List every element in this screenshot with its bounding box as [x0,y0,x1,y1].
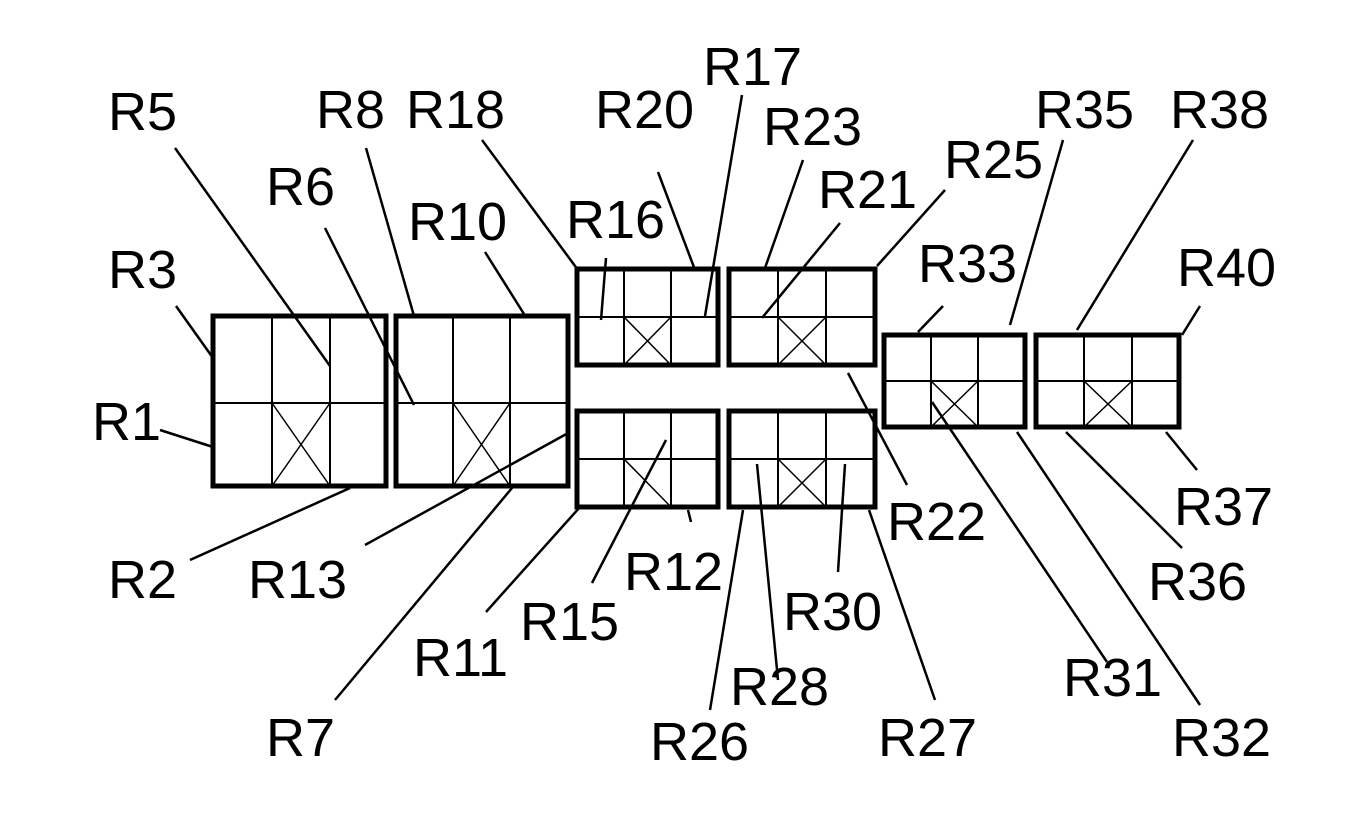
label-r15: R15 [520,592,619,652]
label-r28: R28 [730,657,829,717]
label-r23: R23 [763,97,862,157]
block-d-bottom [726,408,878,510]
label-r27: R27 [878,708,977,768]
block-c-bottom [574,408,721,510]
block-c-top [574,266,721,368]
label-r40: R40 [1177,238,1276,298]
label-r1: R1 [92,392,161,452]
label-r25: R25 [944,130,1043,190]
leader-lines [159,94,1202,711]
label-r36: R36 [1148,552,1247,612]
label-r13: R13 [248,550,347,610]
block-d-top [726,266,878,368]
label-r16: R16 [566,190,665,250]
label-r30: R30 [783,582,882,642]
label-r21: R21 [818,160,917,220]
label-r33: R33 [918,234,1017,294]
label-r38: R38 [1170,80,1269,140]
label-r11: R11 [413,628,508,688]
label-r3: R3 [108,240,177,300]
labels: R1 R2 R3 R5 R6 R7 R8 R10 R11 R12 R13 R15… [92,37,1276,772]
label-r26: R26 [650,712,749,772]
label-r37: R37 [1174,477,1273,537]
label-r5: R5 [108,82,177,142]
block-e [881,332,1028,430]
label-r7: R7 [266,708,335,768]
label-r10: R10 [408,192,507,252]
label-r6: R6 [266,157,335,217]
block-b [393,313,571,489]
label-r32: R32 [1172,708,1271,768]
block-a [210,313,389,489]
label-r35: R35 [1035,80,1134,140]
label-r20: R20 [595,80,694,140]
label-r22: R22 [887,492,986,552]
label-r17: R17 [703,37,802,97]
label-r18: R18 [406,80,505,140]
label-r2: R2 [108,550,177,610]
label-r31: R31 [1063,648,1162,708]
block-f [1033,332,1182,430]
label-r8: R8 [316,80,385,140]
label-r12: R12 [624,542,723,602]
